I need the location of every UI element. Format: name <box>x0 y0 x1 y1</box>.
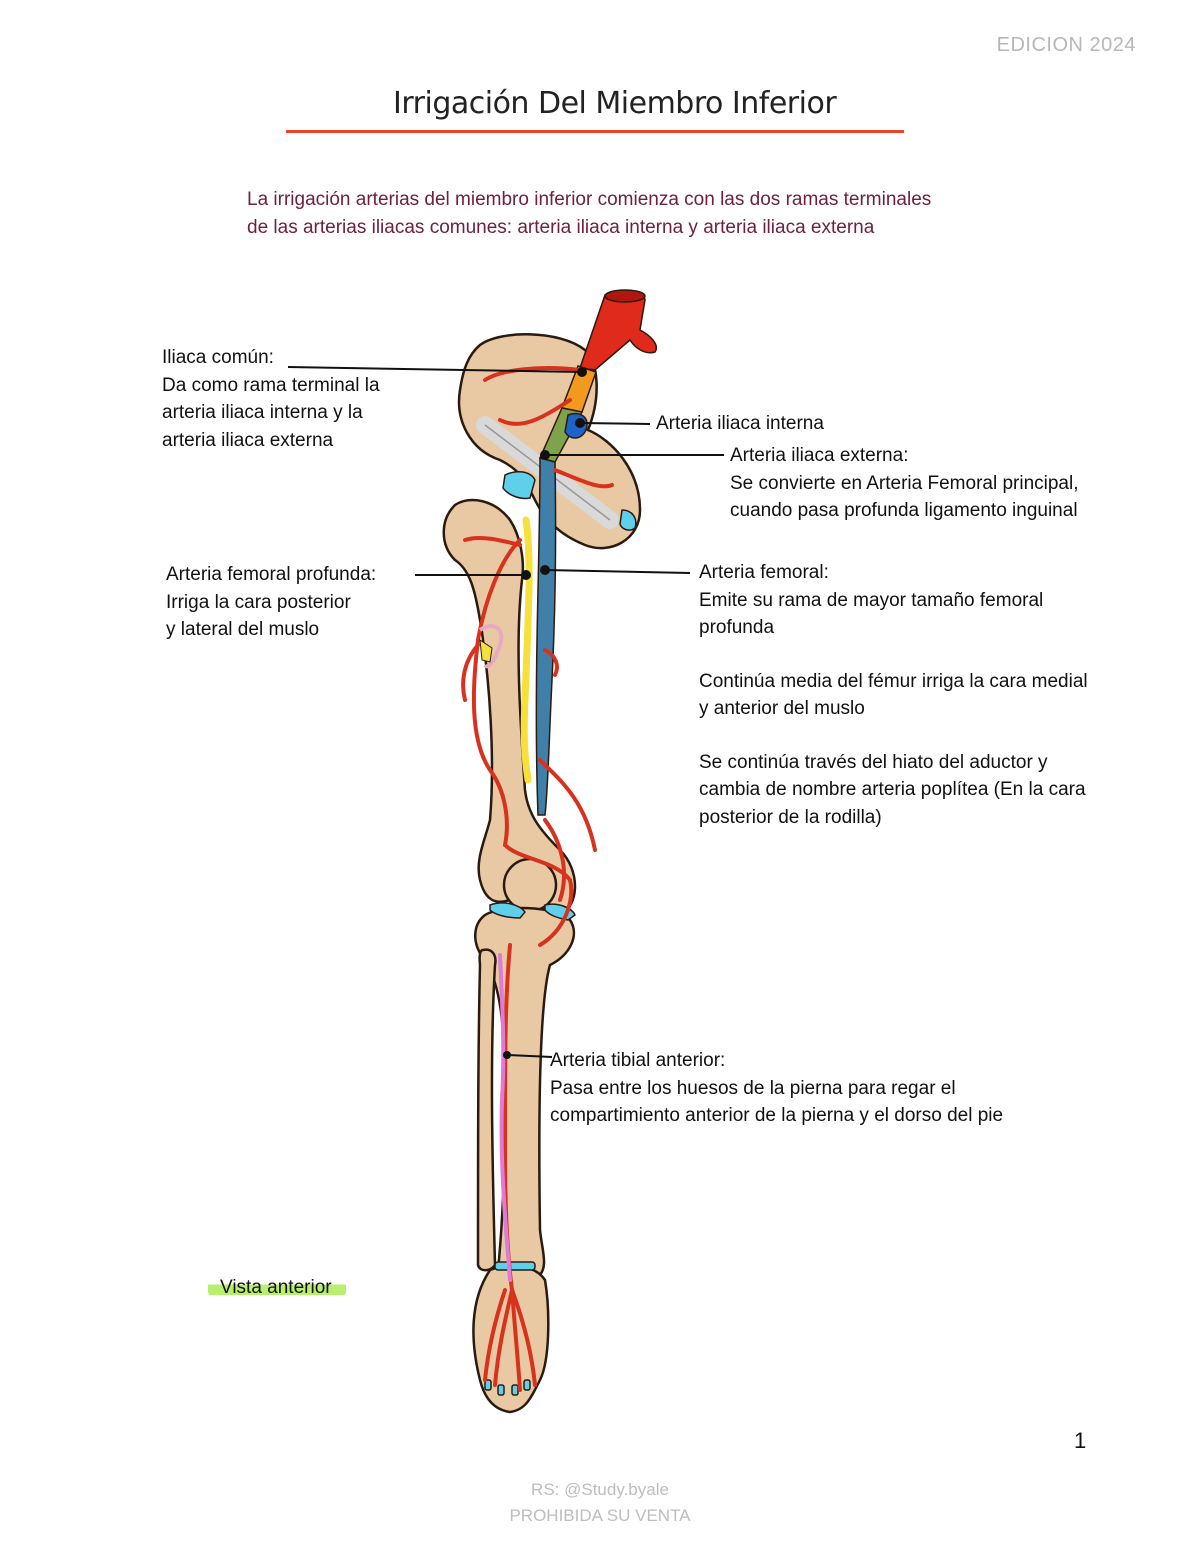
label-line: Arteria iliaca interna <box>656 413 824 434</box>
label-line: profunda <box>699 617 775 638</box>
view-label: Vista anterior <box>208 1277 346 1299</box>
label-iliaca-externa: Arteria iliaca externa: Se convierte en … <box>730 442 1079 525</box>
footer-notice: PROHIBIDA SU VENTA <box>509 1506 691 1525</box>
label-line: cambia de nombre arteria poplítea (En la… <box>699 779 1086 800</box>
label-line: compartimiento anterior de la pierna y e… <box>550 1105 1004 1126</box>
footer-social: RS: @Study.byale <box>531 1480 669 1499</box>
label-line: Continúa media del fémur irriga la cara … <box>699 670 1088 692</box>
label-line: Da como rama terminal la <box>162 374 380 396</box>
label-line: Pasa entre los huesos de la pierna para … <box>550 1077 956 1099</box>
intro-line: de las arterias iliacas comunes: arteria… <box>247 217 875 238</box>
label-line: y anterior del muslo <box>699 698 865 719</box>
cartilage <box>484 470 637 1396</box>
yellow-branch <box>479 638 493 663</box>
intro-paragraph: La irrigación arterias del miembro infer… <box>247 186 1077 242</box>
label-line: Arteria tibial anterior: <box>550 1050 726 1071</box>
fibula-bone <box>476 948 497 1272</box>
label-line: cuando pasa profunda ligamento inguinal <box>730 500 1078 521</box>
label-line: Arteria femoral profunda: <box>166 564 377 585</box>
page-number: 1 <box>1074 1428 1087 1453</box>
label-line: Irriga la cara posterior <box>166 591 351 613</box>
label-line: arteria iliaca externa <box>162 429 334 451</box>
page-title: Irrigación Del Miembro Inferior <box>393 86 837 121</box>
femoral-nerve <box>520 516 533 784</box>
label-line: Se convierte en Arteria Femoral principa… <box>730 472 1079 494</box>
label-line: Arteria iliaca externa: <box>730 445 909 466</box>
label-femoral-profunda: Arteria femoral profunda: Irriga la cara… <box>166 561 376 644</box>
foot-bones <box>472 1264 550 1414</box>
label-line: Iliaca común: <box>162 347 274 368</box>
leader-lines <box>287 366 724 1058</box>
label-line: arteria iliaca interna y la <box>162 402 363 423</box>
label-line: Se continúa través del hiato del aductor… <box>699 751 1048 773</box>
edition-label: EDICION 2024 <box>996 34 1136 56</box>
aorta <box>578 291 657 371</box>
label-line: Arteria femoral: <box>699 562 829 583</box>
femoral-artery <box>535 457 557 816</box>
label-line: y lateral del muslo <box>166 619 320 640</box>
label-line: Emite su rama de mayor tamaño femoral <box>699 589 1044 611</box>
title-underline <box>286 130 904 133</box>
label-femoral: Arteria femoral: Emite su rama de mayor … <box>699 559 1159 831</box>
label-line: posterior de la rodilla) <box>699 806 882 828</box>
label-iliaca-comun: Iliaca común: Da como rama terminal la a… <box>162 344 380 454</box>
intro-line: La irrigación arterias del miembro infer… <box>247 189 932 210</box>
anterior-tibial-artery <box>498 953 512 1282</box>
leader-dots <box>503 367 587 1059</box>
label-tibial-anterior: Arteria tibial anterior: Pasa entre los … <box>550 1047 1110 1130</box>
label-iliaca-interna: Arteria iliaca interna <box>656 410 824 438</box>
